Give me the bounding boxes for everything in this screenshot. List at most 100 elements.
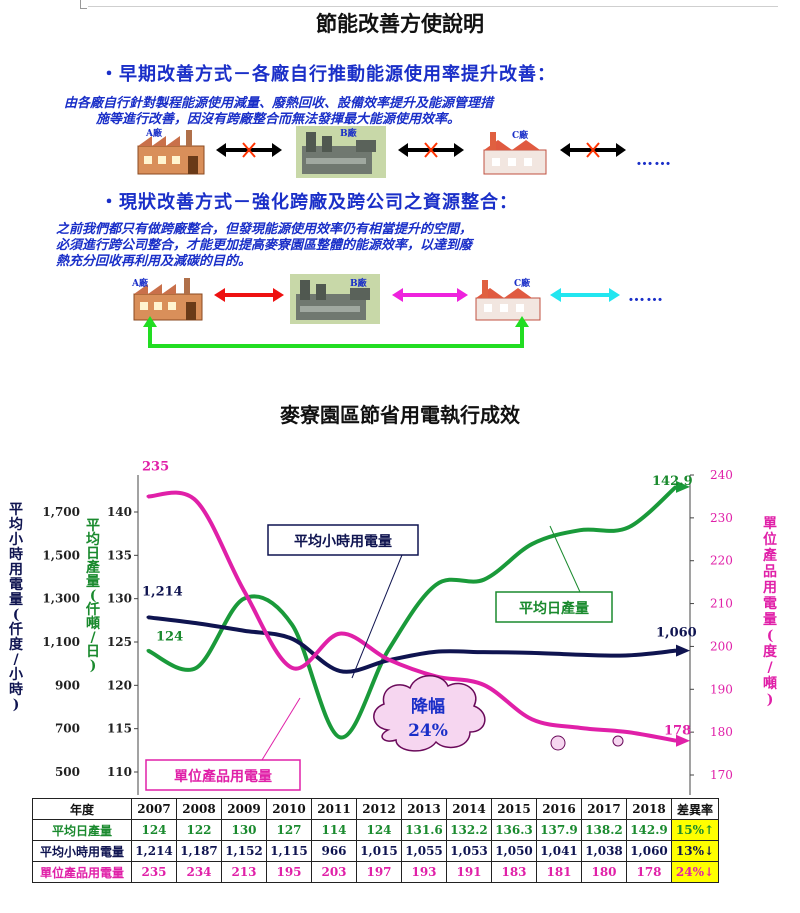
green-callout-leader [549,525,581,593]
top-rule [88,6,778,7]
pink-axis-tick: 190 [710,682,733,696]
table-cell: 1,214 [131,840,177,862]
link-arrow-red [214,286,284,308]
table-cell: 191 [446,861,492,883]
series-point-green [242,597,246,601]
table-header-cell: 2010 [266,798,312,820]
table-diff-cell: 24%↓ [671,861,719,883]
table-cell: 1,115 [266,840,312,862]
table-cell: 122 [176,819,222,841]
series-point-green [338,735,342,739]
pink-callout-box [145,759,301,791]
navy-callout-text: 平均小時用電量 [294,533,392,550]
series-point-green [530,542,534,546]
series-point-green [674,485,678,489]
series-point-pink [386,657,390,661]
pink-axis-tick: 220 [710,554,733,568]
green-axis-title: 平均日產量(仟噸/日) [85,518,100,674]
table-header-cell: 2018 [626,798,672,820]
table-cell: 137.9 [536,819,582,841]
blocked-arrow-3 [560,140,626,164]
table-diff-cell: 15%↑ [671,819,719,841]
navy-axis-title: 平均小時用電量(仟度/小時) [8,502,24,713]
series-point-green [578,528,582,532]
green-axis-tick: 140 [107,505,132,519]
table-diff-cell: 13%↓ [671,840,719,862]
current-line-3: 熱充分回收再利用及減碳的目的。 [56,254,252,269]
pink-axis-tick: 240 [710,468,733,482]
green-axis-tick: 125 [107,635,132,649]
page-title: 節能改善方使說明 [316,11,484,36]
table-header-cell: 2013 [401,798,447,820]
table-cell: 124 [131,819,177,841]
chart-axes: 1,7001,5001,3001,10090070050014013513012… [42,468,733,795]
pink-axis-tick: 180 [710,725,733,739]
corner-mark [80,0,87,9]
table-row-label: 平均小時用電量 [32,840,132,862]
series-point-navy [626,653,630,657]
series-point-navy [146,615,150,619]
table-cell: 180 [581,861,627,883]
table-cell: 193 [401,861,447,883]
table-cell: 124 [356,819,402,841]
series-arrowhead-green [676,480,690,493]
table-cell: 234 [176,861,222,883]
table-header-cell: 差異率 [671,798,719,820]
table-cell: 183 [491,861,537,883]
navy-axis-tick: 1,300 [42,592,80,606]
table-cell: 235 [131,861,177,883]
green-axis-tick: 120 [107,678,132,692]
table-cell: 1,152 [221,840,267,862]
series-point-green [194,666,198,670]
table-header-cell: 年度 [32,798,132,820]
series-point-navy [194,621,198,625]
factory-b-label: B廠 [340,129,357,139]
chart: 1,7001,5001,3001,10090070050014013513012… [8,460,778,795]
factory-b-label-2: B廠 [350,279,367,289]
current-heading: ・現狀改善方式－強化跨廠及跨公司之資源整合： [100,192,518,213]
pink-callout-text: 單位產品用電量 [174,768,272,785]
factory-c-icon: C廠 [482,128,550,176]
pink-start-label: 235 [142,460,169,474]
table-cell: 213 [221,861,267,883]
green-axis-tick: 130 [107,592,132,606]
factory-c-label-2: C廠 [514,279,531,289]
series-point-pink [578,726,582,730]
factory-a-icon: A廠 [136,128,206,176]
navy-end-label: 1,060 [656,626,697,641]
reduction-cloud [373,675,486,752]
table-cell: 1,041 [536,840,582,862]
green-axis-tick: 110 [107,765,132,779]
series-point-green [290,623,294,627]
navy-axis-tick: 700 [55,722,80,736]
series-point-navy [578,653,582,657]
series-point-green [626,526,630,530]
navy-axis-tick: 1,100 [42,635,80,649]
table-header-cell: 2009 [221,798,267,820]
factory-a-label: A廠 [146,129,162,139]
series-point-pink [194,499,198,503]
cloud-bubble-large [550,735,566,751]
series-point-pink [626,730,630,734]
cloud-bubble-small [612,735,624,747]
table-cell: 966 [311,840,357,862]
chart-labels: 平均小時用電量(仟度/小時)平均日產量(仟噸/日)單位產品用電量(度/噸)124… [8,460,778,791]
early-line-2: 施等進行改善，因沒有跨廠整合而無法發揮最大能源使用效率。 [96,112,461,127]
link-arrow-magenta [392,286,468,308]
table-header-cell: 2007 [131,798,177,820]
early-heading: ・早期改善方式－各廠自行推動能源使用率提升改善： [100,64,556,85]
green-callout-box [495,591,613,623]
table-cell: 1,055 [401,840,447,862]
factory-c-icon-2: C廠 [474,276,544,322]
table-cell: 181 [536,861,582,883]
table-cell: 1,060 [626,840,672,862]
ellipsis-1: …… [636,150,672,170]
table-cell: 127 [266,819,312,841]
pink-axis-tick: 200 [710,639,733,653]
table-cell: 1,038 [581,840,627,862]
